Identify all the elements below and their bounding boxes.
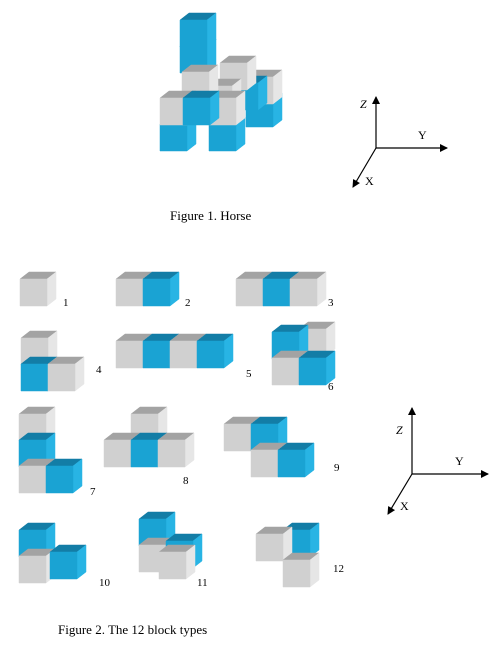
gray-cube (115, 333, 153, 369)
block-type-8 (103, 406, 195, 468)
block-type-1 (19, 271, 57, 307)
figure2-axis-y-label: Y (455, 454, 464, 468)
block-label-5: 5 (246, 368, 252, 380)
blue-cube (142, 271, 180, 307)
block-label-10: 10 (99, 577, 111, 589)
block-label-4: 4 (96, 364, 102, 376)
gray-cube (289, 271, 327, 307)
horse-cube (179, 12, 217, 48)
block-type-10 (18, 522, 87, 584)
horse-figure (159, 12, 283, 152)
blue-cube (250, 416, 288, 452)
figure1-axis-y-label: Y (418, 128, 427, 142)
gray-cube (157, 432, 195, 468)
blue-cube (49, 544, 87, 580)
block-label-12: 12 (333, 563, 344, 575)
figure1-axis-x-label: X (365, 174, 374, 188)
gray-cube (158, 544, 196, 580)
block-types-figure (18, 271, 336, 588)
block-type-6 (271, 321, 336, 386)
block-type-11 (138, 511, 203, 580)
block-label-6: 6 (328, 381, 334, 393)
block-label-1: 1 (63, 297, 69, 309)
figure1-caption: Figure 1. Horse (170, 208, 251, 223)
block-label-2: 2 (185, 297, 191, 309)
gray-cube (255, 526, 293, 562)
block-type-7 (18, 406, 83, 494)
figure1-axis-z-label: Z (360, 97, 367, 111)
block-label-8: 8 (183, 475, 189, 487)
figure2-caption: Figure 2. The 12 block types (58, 622, 207, 637)
horse-cube (182, 90, 220, 126)
block-type-4 (20, 330, 85, 392)
blue-cube (196, 333, 234, 369)
block-label-3: 3 (328, 297, 334, 309)
block-type-9 (223, 416, 315, 478)
block-type-5 (115, 333, 234, 369)
gray-cube (282, 552, 320, 588)
blue-cube (298, 350, 336, 386)
block-type-2 (115, 271, 180, 307)
gray-cube (19, 271, 57, 307)
blue-cube (277, 442, 315, 478)
blue-cube (45, 458, 83, 494)
block-label-9: 9 (334, 462, 340, 474)
block-labels: 1 2 3 4 5 6 7 8 9 10 11 12 (63, 297, 344, 589)
figure1-axes: Z Y X (352, 96, 448, 188)
block-type-12 (255, 522, 320, 588)
figure2-axes: Z Y X (387, 407, 489, 515)
block-label-7: 7 (90, 486, 96, 498)
block-label-11: 11 (197, 577, 208, 589)
gray-cube (18, 548, 56, 584)
figure2-axis-z-label: Z (396, 423, 403, 437)
gray-cube (47, 356, 85, 392)
figure2-axis-x-label: X (400, 499, 409, 513)
block-type-3 (235, 271, 327, 307)
